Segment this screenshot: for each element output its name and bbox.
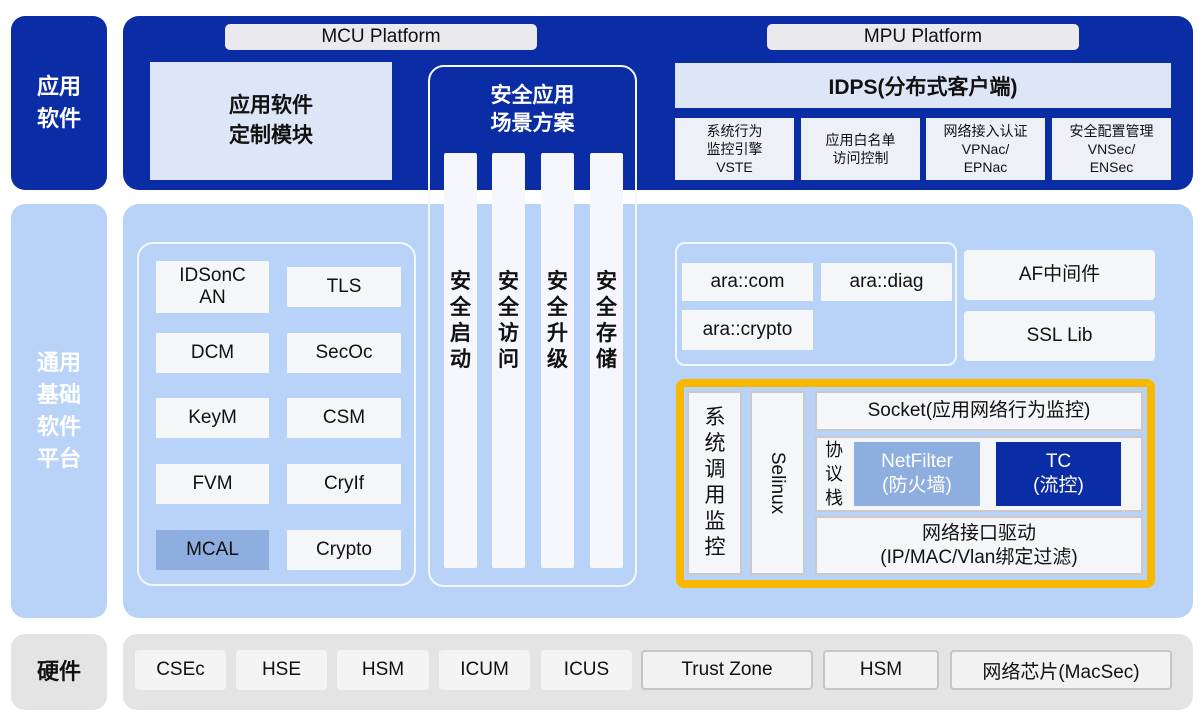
hw-network-chip-macsec: 网络芯片(MacSec) <box>950 650 1172 690</box>
mpu-platform-title: MPU Platform <box>767 24 1079 50</box>
module-idsoncan: IDSonC AN <box>156 261 269 313</box>
hw-hsm-mpu: HSM <box>823 650 939 690</box>
module-dcm: DCM <box>156 333 269 373</box>
scenario-secure-access: 安全访问 <box>492 153 525 568</box>
module-keym: KeyM <box>156 398 269 438</box>
selinux: Selinux <box>750 391 805 575</box>
idps-item-config-management: 安全配置管理 VNSec/ ENSec <box>1052 118 1171 180</box>
module-cryif: CryIf <box>287 464 401 504</box>
ara-group <box>675 242 957 366</box>
hw-csec: CSEc <box>135 650 226 690</box>
module-af-middleware: AF中间件 <box>964 250 1155 300</box>
socket-monitor: Socket(应用网络行为监控) <box>815 391 1143 431</box>
network-interface-driver: 网络接口驱动 (IP/MAC/Vlan绑定过滤) <box>815 516 1143 575</box>
mcu-module-group <box>137 242 416 586</box>
hw-icus: ICUS <box>541 650 632 690</box>
hw-hsm-mcu: HSM <box>337 650 429 690</box>
module-tls: TLS <box>287 267 401 307</box>
protocol-stack-label: 协议栈 <box>825 440 843 508</box>
module-ara-crypto: ara::crypto <box>682 310 813 350</box>
row-label-basic-software-platform: 通用 基础 软件 平台 <box>11 204 107 618</box>
netfilter-firewall: NetFilter (防火墙) <box>854 442 980 506</box>
row-label-app-software: 应用 软件 <box>11 16 107 190</box>
idps-item-network-access: 网络接入认证 VPNac/ EPNac <box>926 118 1045 180</box>
idps-item-whitelist: 应用白名单 访问控制 <box>801 118 920 180</box>
hw-hse: HSE <box>236 650 327 690</box>
module-ara-diag: ara::diag <box>821 263 952 301</box>
scenario-secure-upgrade: 安全升级 <box>541 153 574 568</box>
security-scenario-title: 安全应用 场景方案 <box>490 84 575 135</box>
custom-module-card: 应用软件 定制模块 <box>150 62 392 180</box>
idps-item-vste: 系统行为 监控引擎 VSTE <box>675 118 794 180</box>
module-crypto: Crypto <box>287 530 401 570</box>
module-csm: CSM <box>287 398 401 438</box>
scenario-secure-boot: 安全启动 <box>444 153 477 568</box>
module-ssl-lib: SSL Lib <box>964 311 1155 361</box>
module-ara-com: ara::com <box>682 263 813 301</box>
module-fvm: FVM <box>156 464 269 504</box>
security-scenario-group <box>428 65 637 587</box>
idps-title: IDPS(分布式客户端) <box>675 63 1171 108</box>
mcu-platform-title: MCU Platform <box>225 24 537 50</box>
module-mcal: MCAL <box>156 530 269 570</box>
row-label-hardware: 硬件 <box>11 634 107 710</box>
syscall-monitor: 系统调用监控 <box>687 391 742 575</box>
scenario-secure-storage: 安全存储 <box>590 153 623 568</box>
module-secoc: SecOc <box>287 333 401 373</box>
tc-flow-control: TC (流控) <box>996 442 1121 506</box>
hw-icum: ICUM <box>439 650 530 690</box>
hw-trust-zone: Trust Zone <box>641 650 813 690</box>
